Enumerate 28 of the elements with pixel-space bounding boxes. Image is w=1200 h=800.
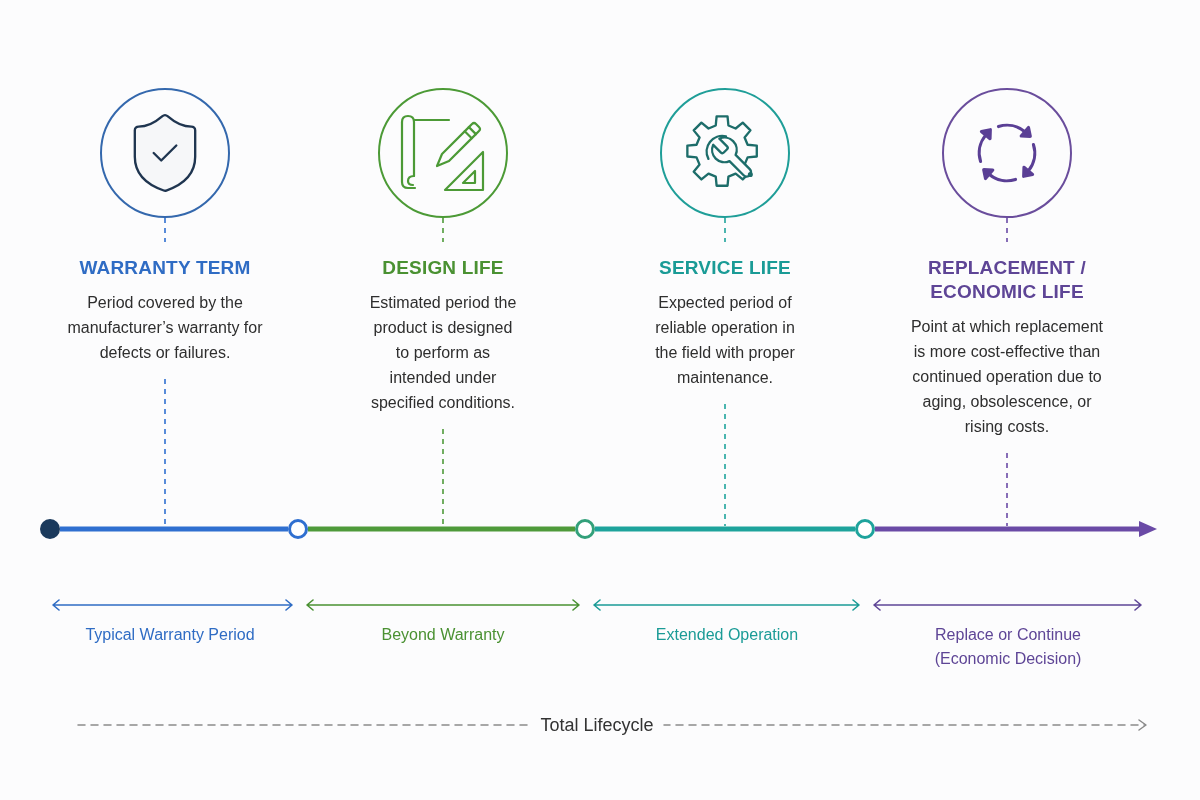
connector-line: [442, 217, 444, 243]
span-label: Extended Operation: [655, 625, 799, 645]
leader-line: [724, 403, 726, 527]
span-label: Beyond Warranty: [381, 625, 505, 645]
timeline-segment: [60, 526, 288, 532]
connector-line: [164, 217, 166, 243]
leader-line: [164, 378, 166, 527]
connector-line: [1006, 217, 1008, 243]
phase-description: Estimated period the product is designed to perform as intended under specified conditions.: [368, 293, 518, 413]
phase-description: Expected period of reliable operation in the field with proper maintenance.: [654, 293, 796, 388]
timeline-segment: [308, 526, 575, 532]
phase-heading: REPLACEMENT / ECONOMIC LIFE: [927, 256, 1087, 304]
leader-line: [1006, 452, 1008, 527]
milestone-dot: [855, 519, 875, 539]
span-label: Typical Warranty Period: [85, 625, 255, 645]
leader-line: [442, 428, 444, 527]
timeline-start-dot: [40, 519, 60, 539]
phase-heading: SERVICE LIFE: [658, 256, 792, 280]
milestone-dot: [288, 519, 308, 539]
phase-description: Period covered by the manufacturer’s warranty for defects or failures.: [66, 293, 264, 363]
milestone-dot: [575, 519, 595, 539]
connector-line: [724, 217, 726, 243]
span-label: Replace or Continue (Economic Decision): [933, 625, 1083, 669]
phase-description: Point at which replacement is more cost-effective than continued operation due to aging, obsolescence, or rising costs.: [909, 317, 1105, 437]
phase-heading: WARRANTY TERM: [78, 256, 252, 280]
timeline-segment: [595, 526, 855, 532]
timeline-arrow: [875, 521, 1157, 537]
phase-heading: DESIGN LIFE: [381, 256, 505, 280]
